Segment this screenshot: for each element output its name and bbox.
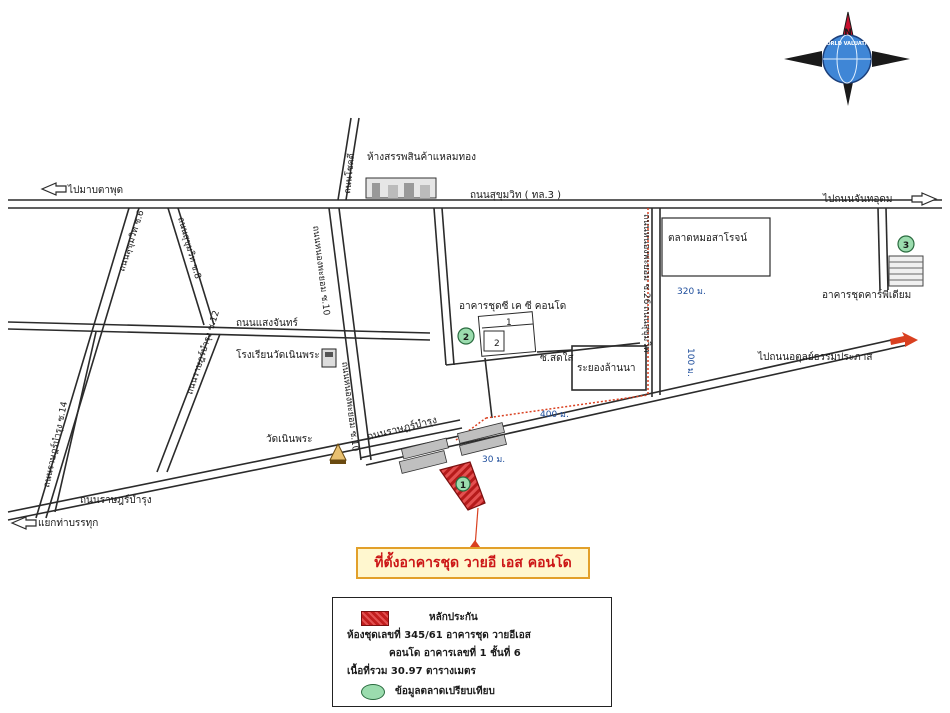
road-sukhumvit-upper-label: ถนนสุขุมวิท — [641, 306, 652, 352]
compass-rose: N S E W WORLD VALUATION — [784, 11, 910, 106]
road-soi10-label: ถนนหนองพะยอม ซ.10 — [310, 225, 331, 316]
svg-text:1: 1 — [460, 481, 466, 491]
callout-pointer — [470, 540, 480, 547]
distance-paths — [455, 208, 649, 441]
plot-2-label: 2 — [494, 339, 500, 349]
road-soi26-label: ถนนหนองพะยอม ซ.26 — [641, 214, 651, 305]
road-soi6-label: ถนนสุขุมวิท ซ.6 — [116, 209, 146, 273]
direction-arrows — [10, 182, 938, 530]
condo-building-3-icon — [888, 255, 924, 287]
department-store-icon — [365, 177, 437, 199]
road-soi8-label: ถนนสุขุมวิท ซ.8 — [175, 216, 203, 281]
road-to-west-label: ไปมาบตาพุด — [67, 184, 123, 196]
legend-line-3: เนื้อที่รวม 30.97 ตารางเมตร — [347, 666, 476, 677]
road-ratburana-upper-label: ถนนราษฎร์บำรุง — [366, 414, 438, 443]
road-sodsai-label: ซ.สดใส — [540, 352, 574, 364]
temple-label: วัดเนินพระ — [266, 434, 313, 445]
compass-w: W — [810, 56, 820, 66]
condo-rt-label: อาคารชุดคาร์พีเดียม — [822, 289, 911, 301]
distance-400-label: 400 ม. — [540, 410, 569, 420]
road-saengchan-label: ถนนแสงจันทร์ — [236, 317, 298, 329]
legend-circle-swatch — [361, 684, 385, 700]
road-soi10-lower-label: ถนนหนองพะยอม ซ.10 — [339, 361, 360, 452]
condo-ckc-plots — [477, 311, 537, 357]
legend-line-1: ห้องชุดเลขที่ 345/61 อาคารชุด วายอีเอส — [347, 630, 531, 641]
subject-callout: ที่ตั้งอาคารชุด วายอี เอส คอนโด — [356, 547, 590, 579]
plot-1-label: 1 — [506, 318, 512, 328]
road-soi14-label: ถนนราษฎร์บำรุง ซ.14 — [40, 400, 70, 489]
market-block — [661, 217, 771, 277]
marker-2: 2 — [457, 327, 475, 345]
svg-text:3: 3 — [903, 241, 909, 251]
legend-box: หลักประกัน ห้องชุดเลขที่ 345/61 อาคารชุด… — [332, 597, 612, 707]
svg-text:2: 2 — [463, 333, 469, 343]
condo-kc-label: อาคารชุดซี เค ซี คอนโด — [459, 299, 566, 312]
compass-logo-text: WORLD VALUATION — [821, 41, 875, 47]
legend-comparison: ข้อมูลตลาดเปรียบเทียบ — [395, 686, 495, 697]
market-label: ตลาดหมอสาโรจน์ — [668, 231, 747, 244]
building-cluster — [398, 422, 508, 474]
legend-collateral-title: หลักประกัน — [429, 612, 478, 623]
road-chokdee-label: ถนนโชคดี — [342, 153, 357, 195]
distance-100-label: 100 ม. — [685, 348, 695, 377]
red-arrow-east — [890, 332, 918, 347]
road-lines — [7, 117, 942, 521]
road-to-southwest-label: แยกท่าบรรทุก — [38, 518, 98, 529]
legend-hatch-swatch — [361, 611, 389, 626]
road-to-east-lower-label: ไปถนนอตุลย์ธรรมประภาส — [757, 351, 872, 363]
compass-e: E — [877, 56, 883, 66]
callout-leader — [474, 507, 479, 548]
rayong-label: ระยองล้านนา — [577, 362, 636, 374]
marker-3: 3 — [897, 235, 915, 253]
distance-30-label: 30 ม. — [482, 455, 505, 465]
road-ratburana-lower-label: ถนนราษฎร์บำรุง — [80, 494, 152, 506]
distance-320-label: 320 ม. — [677, 287, 706, 297]
marker-1: 1 — [455, 476, 471, 492]
compass-n: N — [844, 28, 852, 38]
compass-s: S — [845, 86, 851, 96]
department-store-label: ห้างสรรพสินค้าแหลมทอง — [367, 151, 476, 163]
road-sukhumvit-label: ถนนสุขุมวิท ( ทล.3 ) — [470, 190, 561, 201]
temple-icon — [329, 442, 347, 464]
legend-line-2: คอนโด อาคารเลขที่ 1 ชั้นที่ 6 — [389, 648, 521, 659]
school-label: โรงเรียนวัดเนินพระ — [236, 348, 320, 361]
road-to-east-label: ไปถนนจันทอุดม — [822, 193, 892, 205]
school-icon — [321, 348, 337, 368]
